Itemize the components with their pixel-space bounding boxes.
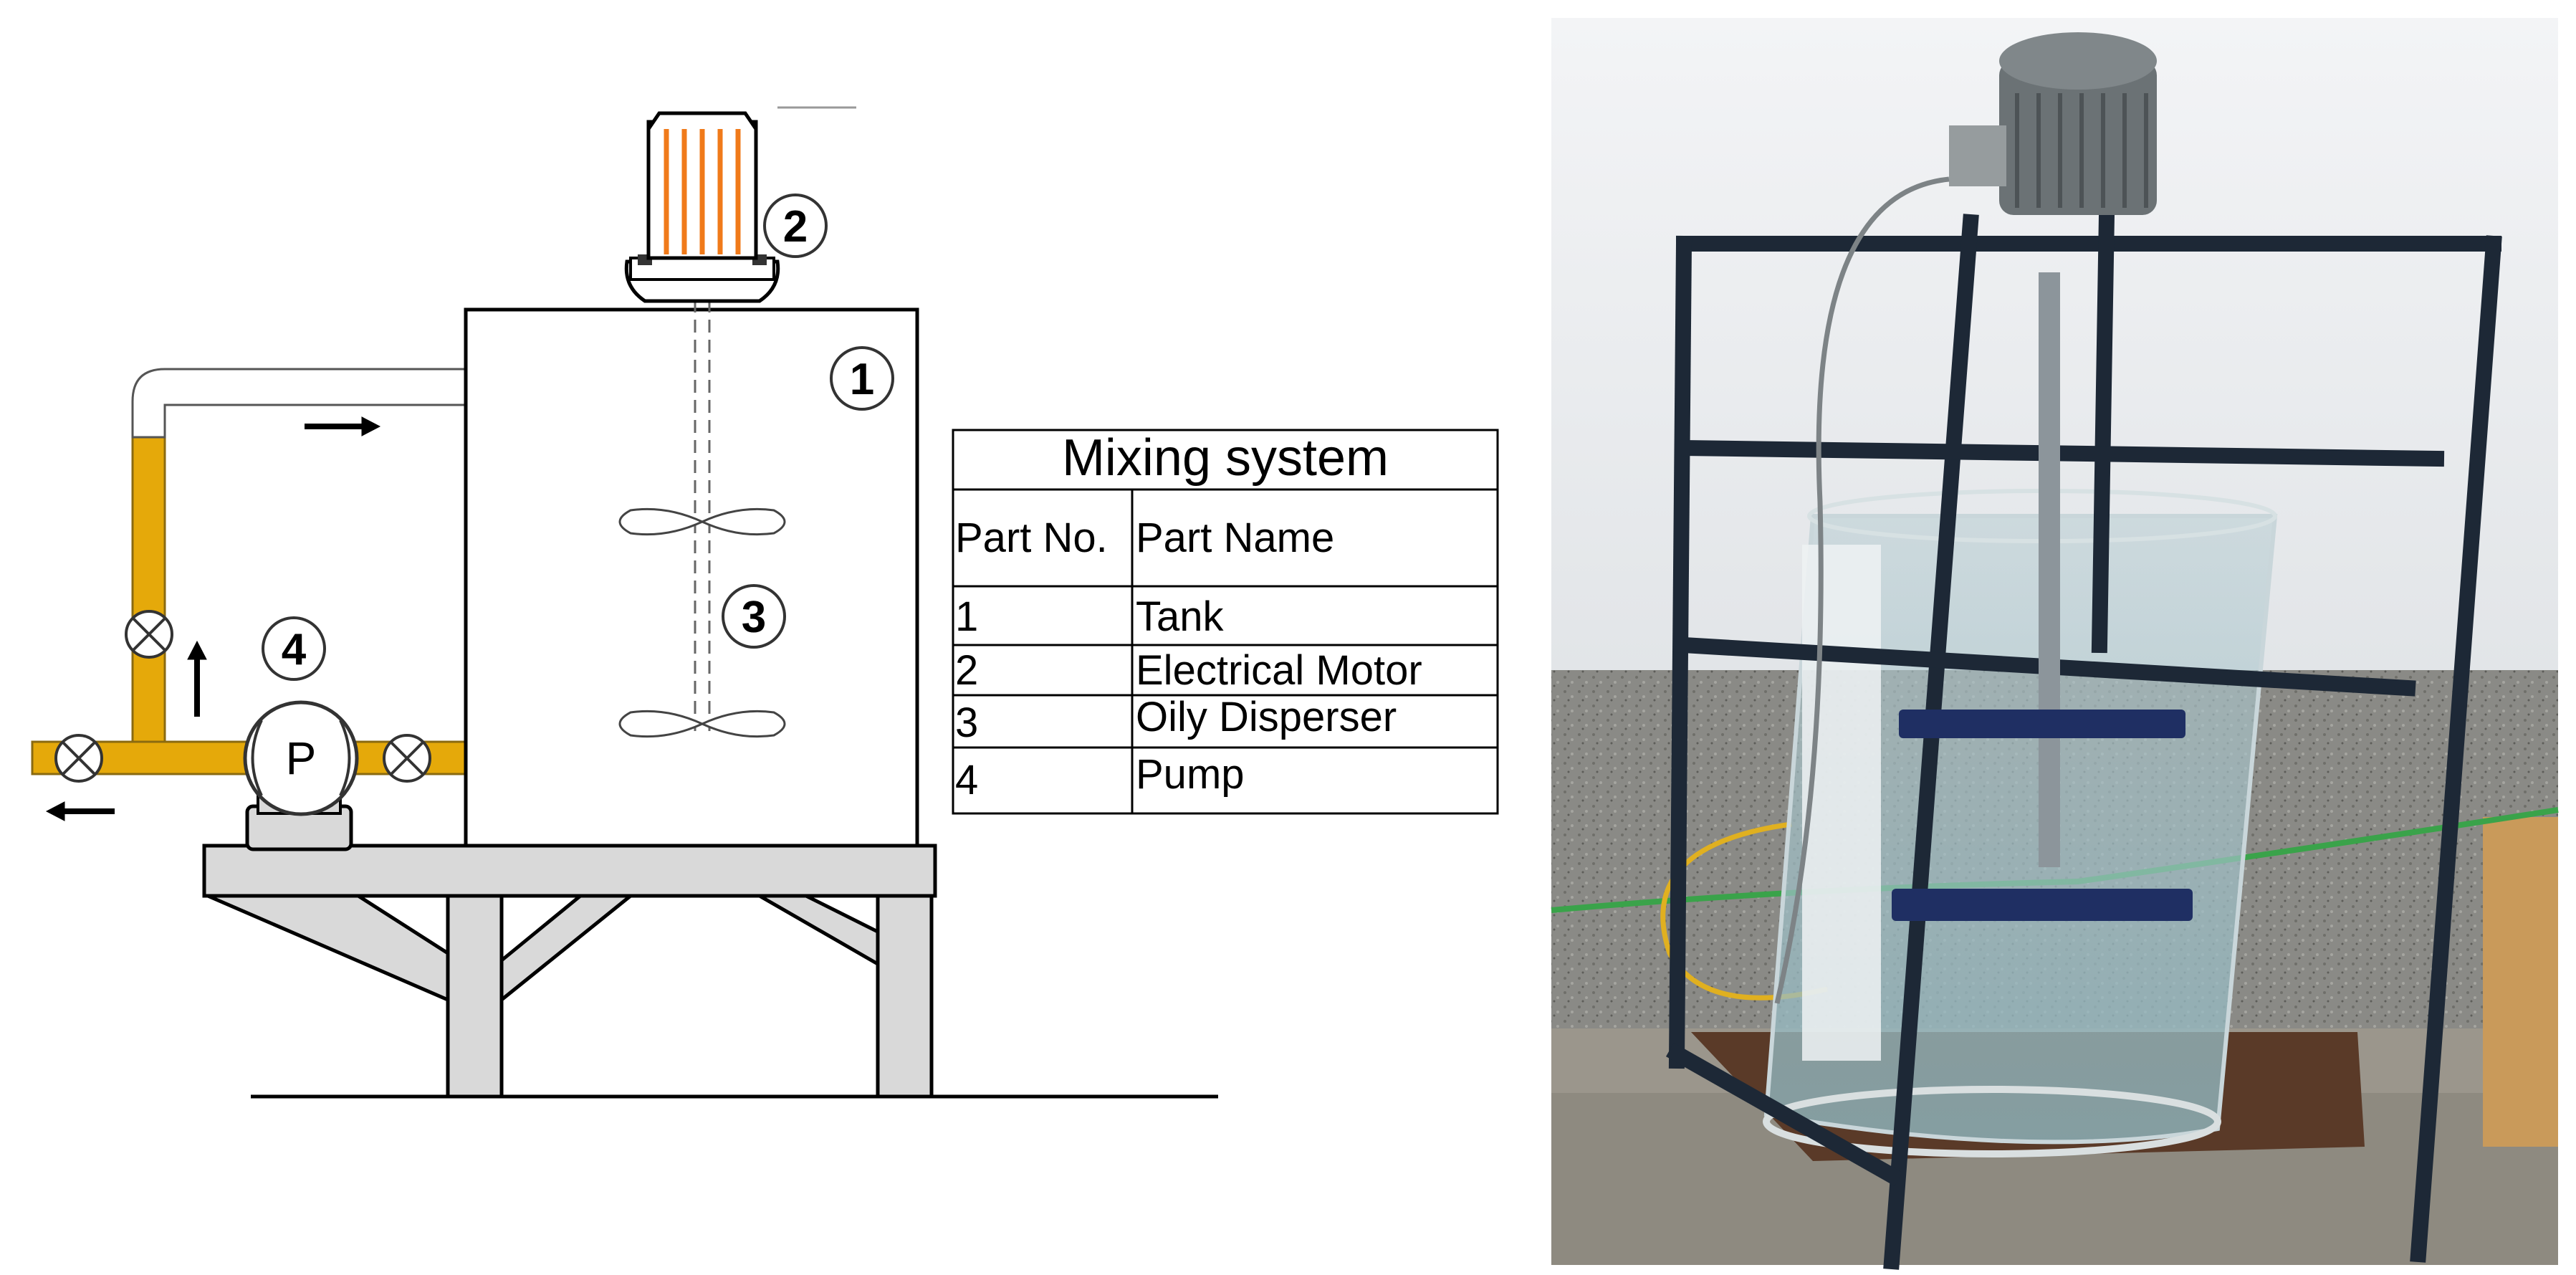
impeller-blades <box>618 507 786 738</box>
valve-icon <box>383 734 431 783</box>
valves <box>54 610 431 783</box>
svg-text:2: 2 <box>783 202 808 252</box>
balloon-4: 4 <box>262 616 326 681</box>
row-4-name: Pump <box>1136 751 1245 798</box>
photo-disperser <box>1892 272 2193 921</box>
svg-text:1: 1 <box>850 355 874 404</box>
photo-power-cable <box>1774 176 1950 1004</box>
pump: P <box>243 700 359 851</box>
balloon-2: 2 <box>763 194 828 258</box>
row-1-name: Tank <box>1136 593 1225 640</box>
photo-tank <box>1763 489 2278 1157</box>
parts-table: Mixing system Part No. Part Name 1 Tank … <box>952 429 1499 815</box>
table-title: Mixing system <box>1062 429 1389 487</box>
header-part-name: Part Name <box>1136 515 1334 561</box>
balloon-3: 3 <box>722 584 786 649</box>
balloon-1: 1 <box>830 346 894 411</box>
photo-yellow-hose <box>1660 821 1828 1001</box>
photo-wooden-box <box>2483 817 2558 1147</box>
pump-body <box>243 700 359 816</box>
row-4-no: 4 <box>955 757 978 803</box>
svg-text:3: 3 <box>742 593 766 642</box>
electric-motor <box>624 106 856 303</box>
valve-icon <box>54 734 103 783</box>
pump-label: P <box>286 732 317 784</box>
flow-arrows <box>45 416 381 821</box>
arrow-left-icon <box>45 801 115 821</box>
disperser-shaft <box>694 280 711 731</box>
row-2-name: Electrical Motor <box>1136 647 1422 694</box>
svg-text:4: 4 <box>282 625 307 674</box>
header-part-no: Part No. <box>955 515 1108 561</box>
motor-cooling-fins <box>664 129 741 254</box>
mixing-system-schematic: P 1 2 3 <box>31 106 1499 1099</box>
row-2-no: 2 <box>955 647 978 694</box>
arrow-up-icon <box>187 640 207 717</box>
photo-motor <box>1949 32 2157 215</box>
valve-icon <box>125 610 173 659</box>
row-3-no: 3 <box>955 699 978 746</box>
row-1-no: 1 <box>955 593 978 640</box>
support-stand <box>202 844 937 1099</box>
row-3-name: Oily Disperser <box>1136 694 1397 740</box>
arrow-right-icon <box>305 416 381 436</box>
